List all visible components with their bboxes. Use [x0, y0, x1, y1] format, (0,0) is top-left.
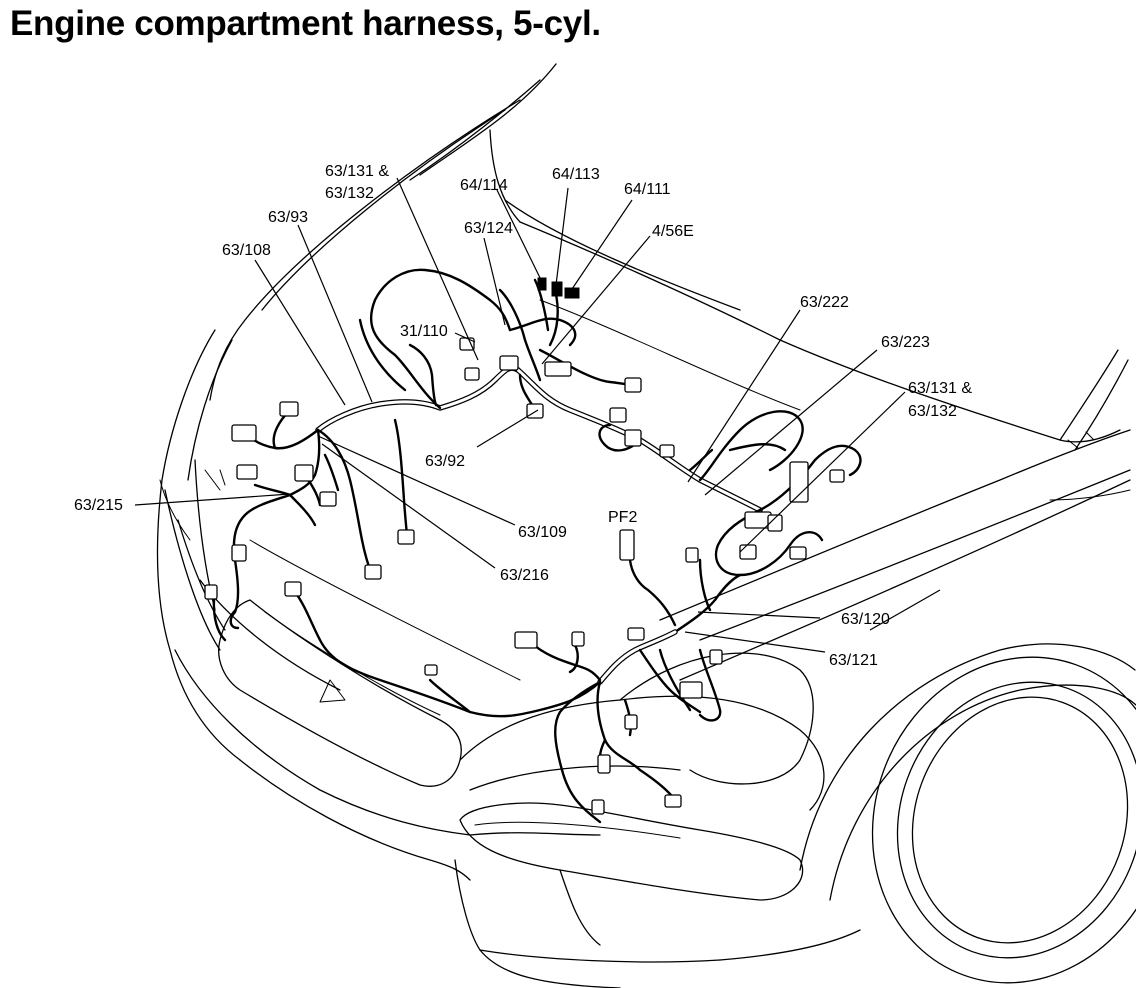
callout-64-111: 64/111: [624, 181, 671, 198]
callout-63-131-132-right-line2: 63/132: [908, 403, 957, 420]
callout-63-92: 63/92: [425, 453, 465, 470]
callout-63-131-132-top-line2: 63/132: [325, 185, 374, 202]
callout-63-131-132-right-line1: 63/131 &: [908, 380, 972, 397]
callout-4-56E: 4/56E: [652, 223, 694, 240]
diagram-title: Engine compartment harness, 5-cyl.: [10, 4, 601, 43]
callout-63-93: 63/93: [268, 209, 308, 226]
callout-63-108: 63/108: [222, 242, 271, 259]
harness-connectors: [204, 277, 845, 815]
callout-leader-lines: [134, 177, 941, 653]
callout-63-124: 63/124: [464, 220, 513, 237]
callout-PF2: PF2: [608, 509, 637, 526]
callout-31-110: 31/110: [400, 323, 448, 340]
callout-64-114: 64/114: [460, 177, 508, 194]
callout-63-222: 63/222: [800, 294, 849, 311]
callout-63-120: 63/120: [841, 611, 890, 628]
callout-64-113: 64/113: [552, 166, 600, 183]
car-body-outline: [156, 63, 1136, 988]
callout-63-215: 63/215: [74, 497, 123, 514]
callout-63-216: 63/216: [500, 567, 549, 584]
callout-63-109: 63/109: [518, 524, 567, 541]
callout-labels: 63/131 & 63/132 64/114 64/113 64/111 63/…: [74, 163, 972, 669]
callout-63-131-132-top-line1: 63/131 &: [325, 163, 389, 180]
callout-63-121: 63/121: [829, 652, 878, 669]
callout-63-223: 63/223: [881, 334, 930, 351]
wiring-harness: [212, 268, 862, 824]
